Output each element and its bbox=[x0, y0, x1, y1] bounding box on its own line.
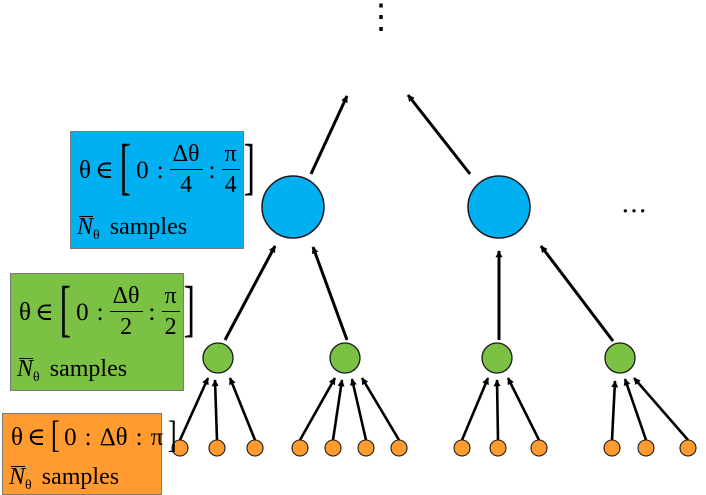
orange-level-label-box: θ ∈ [ 0 : Δθ : π ] Nθ samples bbox=[2, 413, 177, 495]
step-numerator: Δθ bbox=[109, 283, 143, 312]
right-ellipsis: … bbox=[621, 189, 647, 219]
n-subscript: θ bbox=[33, 370, 40, 385]
green-theta-range: θ ∈ [ 0 : Δθ 2 : π 2 ] bbox=[19, 278, 196, 340]
theta-symbol: θ bbox=[79, 156, 91, 184]
open-bracket: [ bbox=[59, 275, 71, 343]
orange-node bbox=[679, 439, 697, 457]
element-of-symbol: ∈ bbox=[34, 298, 54, 326]
end-fraction: π 2 bbox=[161, 283, 180, 340]
arrow-green2-to-blue1 bbox=[311, 246, 349, 341]
arrows-bottom-level bbox=[178, 377, 689, 441]
range-step: Δθ bbox=[99, 423, 128, 451]
samples-word: samples bbox=[49, 356, 128, 382]
colon: : bbox=[148, 298, 156, 326]
orange-node bbox=[171, 439, 189, 457]
n-subscript: θ bbox=[25, 478, 32, 493]
step-denominator: 4 bbox=[180, 172, 193, 198]
green-node-2 bbox=[329, 342, 361, 374]
orange-node bbox=[324, 439, 342, 457]
element-of-symbol: ∈ bbox=[94, 156, 114, 184]
samples-word: samples bbox=[109, 214, 188, 240]
colon: : bbox=[84, 423, 92, 451]
step-fraction: Δθ 4 bbox=[169, 141, 203, 198]
step-numerator: Δθ bbox=[169, 141, 203, 170]
blue-node-1 bbox=[261, 175, 325, 239]
orange-node bbox=[208, 439, 226, 457]
orange-samples-label: Nθ samples bbox=[9, 464, 120, 493]
range-start: 0 bbox=[136, 156, 149, 184]
blue-theta-range: θ ∈ [ 0 : Δθ 4 : π 4 ] bbox=[79, 136, 256, 198]
orange-node bbox=[530, 439, 548, 457]
green-samples-label: Nθ samples bbox=[17, 356, 128, 385]
orange-theta-range: θ ∈ [ 0 : Δθ : π ] bbox=[11, 416, 178, 454]
orange-node bbox=[246, 439, 264, 457]
end-numerator: π bbox=[221, 141, 240, 170]
n-subscript: θ bbox=[93, 228, 100, 243]
colon: : bbox=[96, 298, 104, 326]
open-bracket: [ bbox=[50, 414, 60, 456]
orange-node bbox=[489, 439, 507, 457]
orange-node bbox=[291, 439, 309, 457]
arrow-blue-left-up bbox=[309, 95, 349, 175]
top-ellipsis: ⋮ bbox=[364, 0, 398, 37]
orange-node bbox=[637, 439, 655, 457]
blue-samples-label: Nθ samples bbox=[77, 214, 188, 243]
end-denominator: 2 bbox=[164, 314, 177, 340]
end-fraction: π 4 bbox=[221, 141, 240, 198]
orange-node bbox=[357, 439, 375, 457]
end-denominator: 4 bbox=[224, 172, 237, 198]
n-bar-symbol: N bbox=[17, 356, 34, 382]
arrow-green4-to-blue2 bbox=[539, 245, 615, 342]
colon: : bbox=[156, 156, 164, 184]
green-nodes bbox=[202, 342, 636, 374]
arrow-green1-to-blue1 bbox=[223, 245, 277, 341]
arrow-blue-right-up bbox=[406, 94, 472, 175]
blue-level-label-box: θ ∈ [ 0 : Δθ 4 : π 4 ] Nθ samples bbox=[70, 131, 255, 249]
orange-node bbox=[453, 439, 471, 457]
theta-symbol: θ bbox=[11, 423, 23, 451]
colon: : bbox=[208, 156, 216, 184]
green-node-1 bbox=[202, 342, 234, 374]
green-node-3 bbox=[481, 342, 513, 374]
n-bar-symbol: N bbox=[77, 214, 94, 240]
theta-symbol: θ bbox=[19, 298, 31, 326]
samples-word: samples bbox=[41, 464, 120, 490]
close-bracket: ] bbox=[243, 133, 255, 201]
step-denominator: 2 bbox=[120, 314, 133, 340]
n-bar-symbol: N bbox=[9, 464, 26, 490]
close-bracket: ] bbox=[183, 275, 195, 343]
open-bracket: [ bbox=[119, 133, 131, 201]
arrows-top-level bbox=[309, 94, 472, 175]
close-bracket: ] bbox=[168, 414, 178, 456]
orange-node bbox=[390, 439, 408, 457]
colon: : bbox=[135, 423, 143, 451]
blue-node-2 bbox=[467, 175, 531, 239]
end-numerator: π bbox=[161, 283, 180, 312]
step-fraction: Δθ 2 bbox=[109, 283, 143, 340]
range-end: π bbox=[150, 423, 164, 451]
range-start: 0 bbox=[64, 423, 77, 451]
green-level-label-box: θ ∈ [ 0 : Δθ 2 : π 2 ] Nθ samples bbox=[10, 273, 195, 391]
arrows-mid-level bbox=[223, 245, 615, 342]
green-node-4 bbox=[604, 342, 636, 374]
element-of-symbol: ∈ bbox=[26, 423, 46, 451]
range-start: 0 bbox=[76, 298, 89, 326]
orange-nodes bbox=[171, 439, 697, 457]
orange-node bbox=[603, 439, 621, 457]
blue-nodes bbox=[261, 175, 531, 239]
